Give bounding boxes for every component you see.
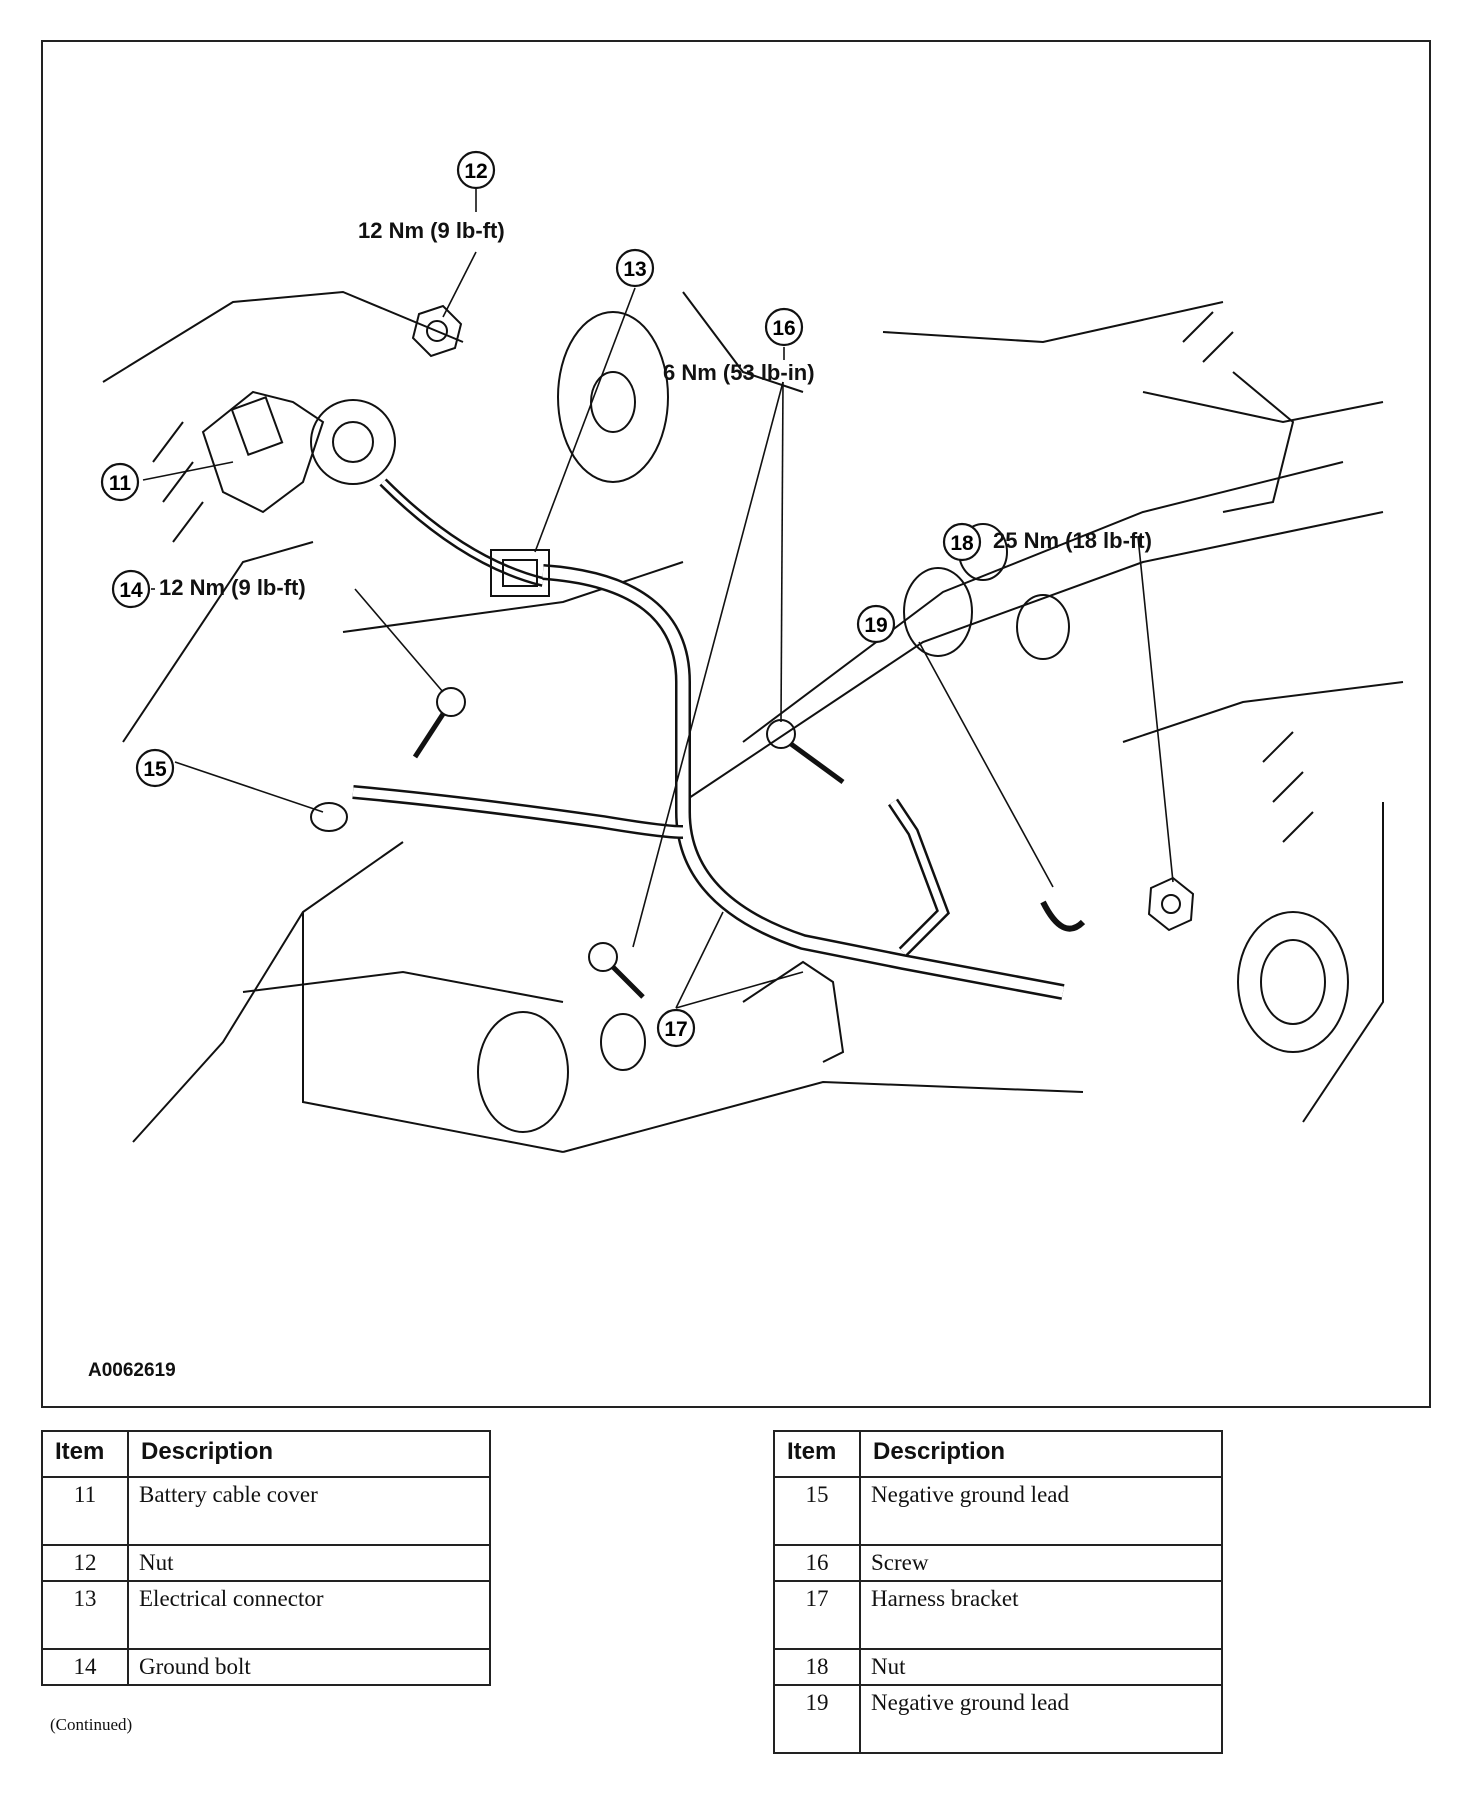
table-header-row: Item Description — [41, 1430, 491, 1478]
callout-15-number: 15 — [143, 758, 167, 781]
table-row: 11 Battery cable cover — [41, 1476, 491, 1546]
figure-reference-id: A0062619 — [88, 1360, 176, 1381]
table-row: 12 Nut — [41, 1544, 491, 1582]
item-number: 12 — [41, 1544, 129, 1582]
column-header-description: Description — [127, 1430, 491, 1478]
illustration-frame: 11 12 13 14 15 16 — [41, 40, 1431, 1408]
table-row: 17 Harness bracket — [773, 1580, 1223, 1650]
item-description: Nut — [127, 1544, 491, 1582]
callout-16: 16 — [764, 307, 804, 347]
item-description: Ground bolt — [127, 1648, 491, 1686]
callout-14: 14 — [111, 569, 151, 609]
item-number: 16 — [773, 1544, 861, 1582]
column-header-description: Description — [859, 1430, 1223, 1478]
line-drawing — [102, 290, 1404, 1153]
callout-19: 19 — [856, 604, 896, 644]
callout-16-number: 16 — [772, 317, 795, 340]
callout-17: 17 — [656, 1008, 696, 1048]
continued-note: (Continued) — [50, 1715, 133, 1734]
callout-11-number: 11 — [109, 472, 132, 495]
table-row: 13 Electrical connector — [41, 1580, 491, 1650]
item-description: Harness bracket — [859, 1580, 1223, 1650]
item-number: 15 — [773, 1476, 861, 1546]
table-row: 18 Nut — [773, 1648, 1223, 1686]
item-number: 19 — [773, 1684, 861, 1754]
leader-lines — [142, 189, 1174, 1009]
callout-12-number: 12 — [464, 160, 487, 183]
torque-label-18: 25 Nm (18 lb-ft) — [993, 528, 1152, 553]
table-row: 15 Negative ground lead — [773, 1476, 1223, 1546]
table-row: 16 Screw — [773, 1544, 1223, 1582]
item-number: 13 — [41, 1580, 129, 1650]
callout-11: 11 — [100, 462, 140, 502]
parts-table-left: Item Description 11 Battery cable cover … — [41, 1430, 491, 1686]
torque-label-14: 12 Nm (9 lb-ft) — [159, 575, 306, 600]
table-row: 19 Negative ground lead — [773, 1684, 1223, 1754]
callout-15: 15 — [135, 748, 175, 788]
callout-14-number: 14 — [119, 579, 143, 602]
parts-table-right: Item Description 15 Negative ground lead… — [773, 1430, 1223, 1754]
table-header-row: Item Description — [773, 1430, 1223, 1478]
callout-18-number: 18 — [950, 532, 974, 555]
callout-13: 13 — [615, 248, 655, 288]
item-description: Nut — [859, 1648, 1223, 1686]
callout-18: 18 — [942, 522, 982, 562]
callout-17-number: 17 — [664, 1018, 687, 1041]
callout-circles: 11 12 13 14 15 16 — [100, 150, 982, 1048]
item-description: Negative ground lead — [859, 1684, 1223, 1754]
torque-label-16: 6 Nm (53 lb-in) — [663, 360, 815, 385]
item-number: 18 — [773, 1648, 861, 1686]
item-description: Screw — [859, 1544, 1223, 1582]
torque-label-12: 12 Nm (9 lb-ft) — [358, 218, 505, 243]
item-description: Battery cable cover — [127, 1476, 491, 1546]
item-number: 14 — [41, 1648, 129, 1686]
callout-12: 12 — [456, 150, 496, 190]
callout-19-number: 19 — [864, 614, 887, 637]
callout-13-number: 13 — [623, 258, 646, 281]
wiring-illustration: 11 12 13 14 15 16 — [100, 150, 1404, 1153]
item-description: Electrical connector — [127, 1580, 491, 1650]
item-description: Negative ground lead — [859, 1476, 1223, 1546]
column-header-item: Item — [773, 1430, 861, 1478]
column-header-item: Item — [41, 1430, 129, 1478]
item-number: 17 — [773, 1580, 861, 1650]
item-number: 11 — [41, 1476, 129, 1546]
table-row: 14 Ground bolt — [41, 1648, 491, 1686]
